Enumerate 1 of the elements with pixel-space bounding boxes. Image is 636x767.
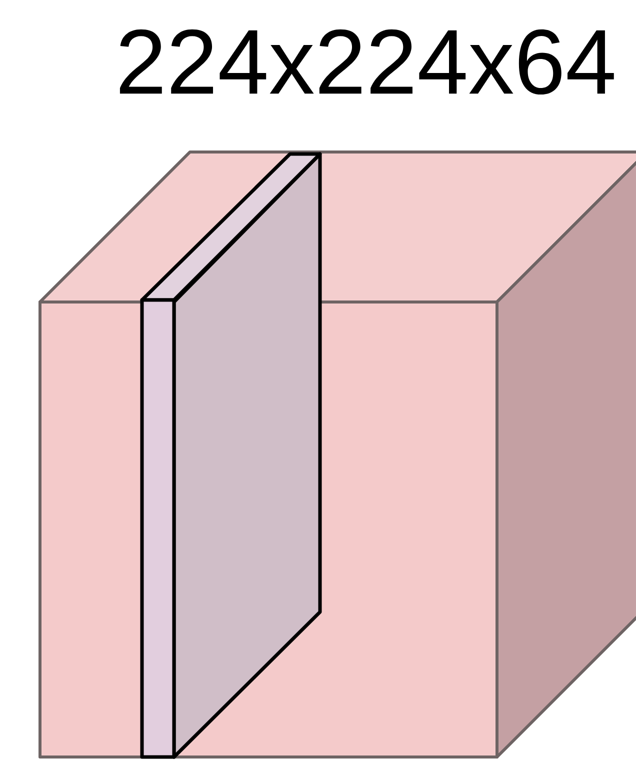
dimension-label: 224x224x64 xyxy=(120,29,614,95)
